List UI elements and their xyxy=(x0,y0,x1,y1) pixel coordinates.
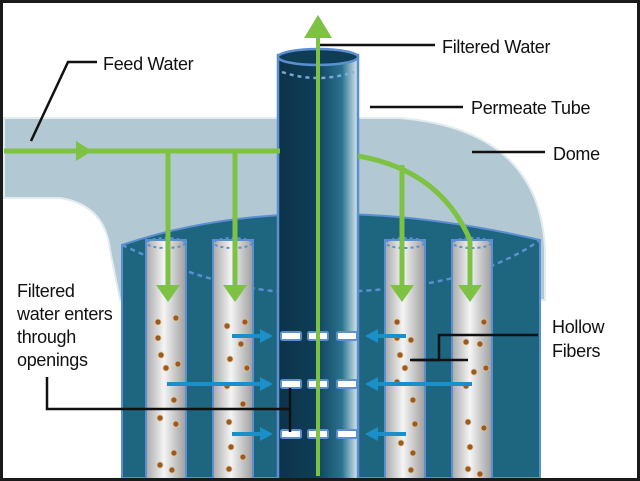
hollow-fibers-label-line2: Fibers xyxy=(552,341,601,361)
particle xyxy=(225,418,233,426)
particle xyxy=(227,443,235,451)
particle xyxy=(464,465,472,473)
filtered-water-label: Filtered Water xyxy=(442,37,550,57)
openings-leader xyxy=(45,377,290,411)
openings-label-line4: openings xyxy=(17,350,88,370)
particle xyxy=(396,351,404,359)
feed-water-label: Feed Water xyxy=(103,54,194,74)
particle xyxy=(172,420,180,428)
openings-label-line3: through xyxy=(17,327,76,347)
particle xyxy=(172,314,180,322)
particle xyxy=(156,414,164,422)
particle xyxy=(393,318,401,326)
opening xyxy=(280,331,302,341)
particle xyxy=(174,360,182,368)
particle xyxy=(237,340,245,348)
particle xyxy=(226,355,234,363)
particle xyxy=(156,461,164,469)
particle xyxy=(470,368,478,376)
particle xyxy=(154,334,162,342)
particle xyxy=(476,340,484,348)
dome-label: Dome xyxy=(553,144,600,164)
particle xyxy=(162,364,170,372)
filtered-arrow-head xyxy=(304,15,332,38)
opening xyxy=(336,379,358,389)
particle xyxy=(476,470,484,478)
openings-label-line2: water enters xyxy=(16,304,113,324)
particle xyxy=(407,336,415,344)
particle xyxy=(239,400,247,408)
particle xyxy=(243,364,251,372)
permeate-tube-label: Permeate Tube xyxy=(471,98,590,118)
particle xyxy=(397,439,405,447)
particle xyxy=(241,318,249,326)
particle xyxy=(239,453,247,461)
permeate-arrows xyxy=(167,329,472,441)
particle xyxy=(157,351,165,359)
particle xyxy=(223,322,231,330)
particle xyxy=(225,465,233,473)
particle xyxy=(170,449,178,457)
particle xyxy=(409,449,417,457)
openings-label-line1: Filtered xyxy=(17,281,75,301)
particle xyxy=(170,396,178,404)
particle xyxy=(401,364,409,372)
particle xyxy=(168,466,176,474)
particle xyxy=(466,443,474,451)
opening xyxy=(336,331,358,341)
particle xyxy=(480,318,488,326)
vessel-rim xyxy=(121,238,541,295)
leader-lines xyxy=(29,43,545,432)
particle xyxy=(480,424,488,432)
particle xyxy=(464,418,472,426)
particle xyxy=(411,420,419,428)
particle xyxy=(407,466,415,474)
hollow-fibers-label-line1: Hollow xyxy=(552,317,606,337)
particle xyxy=(482,364,490,372)
particle xyxy=(462,338,470,346)
opening xyxy=(280,379,302,389)
feed-water-leader xyxy=(29,60,97,142)
feed-flow-arrows xyxy=(4,15,482,476)
particle xyxy=(154,318,162,326)
opening xyxy=(336,429,358,439)
particle xyxy=(409,396,417,404)
particles xyxy=(154,314,490,478)
feed-arrow-head xyxy=(76,141,92,161)
